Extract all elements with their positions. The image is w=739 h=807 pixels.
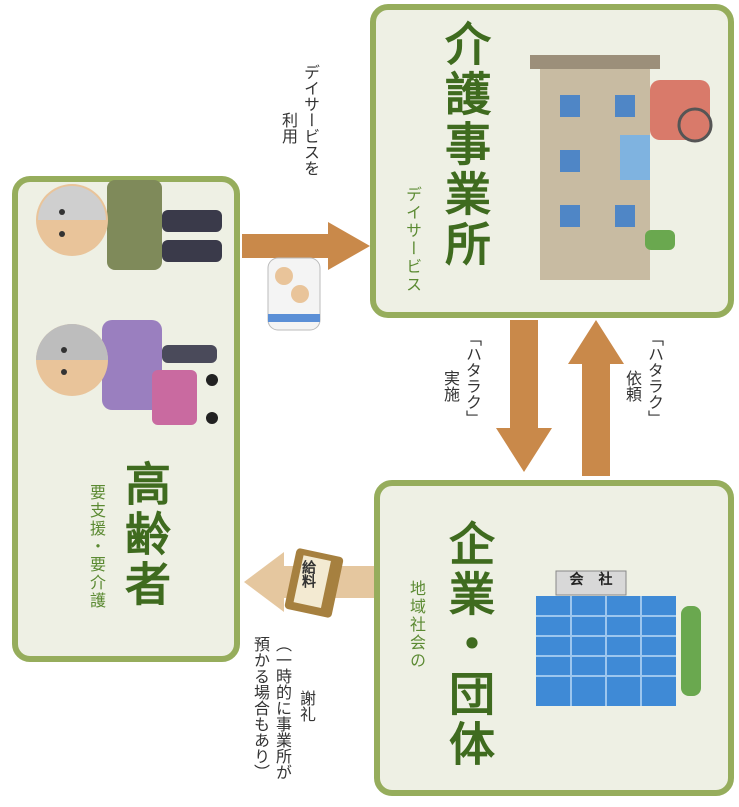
thanks-note-1: （一時的に事業所が: [273, 636, 292, 780]
company-sign-char-1: 会: [569, 572, 584, 588]
elderly-couple-illustration: [36, 180, 222, 425]
arrow-hataraku-exec: [496, 320, 552, 472]
care-building-illustration: [530, 55, 713, 280]
care-office-subtitle: デイサービス: [403, 186, 422, 294]
company-sign: 会 社: [562, 568, 620, 590]
thanks-note-2: 預かる場合もあり）: [251, 636, 270, 780]
company-title: 企業・団体: [442, 520, 496, 770]
company-subtitle: 地域社会の: [407, 580, 426, 670]
arrow-hataraku-request: [568, 320, 624, 476]
elderly-title: 高齢者: [118, 460, 172, 610]
elderly-subtitle: 要支援・要介護: [87, 484, 106, 610]
salary-envelope-icon: [284, 548, 344, 618]
salary-envelope-text: 給料: [298, 560, 318, 588]
thanks-label: 謝礼: [297, 690, 316, 722]
hataraku-exec-label-1: 「ハタラク」: [463, 330, 482, 426]
envelope-char-1: 給: [300, 560, 316, 574]
shuttle-van-icon: [267, 257, 321, 331]
hataraku-request-label-2: 依頼: [623, 370, 642, 402]
care-office-title: 介護事業所: [438, 20, 492, 270]
use-dayservice-label-1: デイサービスを: [301, 64, 320, 176]
hataraku-exec-label-2: 実施: [441, 370, 460, 402]
company-sign-char-2: 社: [598, 572, 613, 588]
arrow-to-care-office: [242, 222, 370, 270]
envelope-char-2: 料: [300, 574, 316, 588]
hataraku-request-label-1: 「ハタラク」: [645, 330, 664, 426]
use-dayservice-label-2: 利用: [279, 112, 298, 144]
company-building-illustration: [536, 570, 701, 706]
